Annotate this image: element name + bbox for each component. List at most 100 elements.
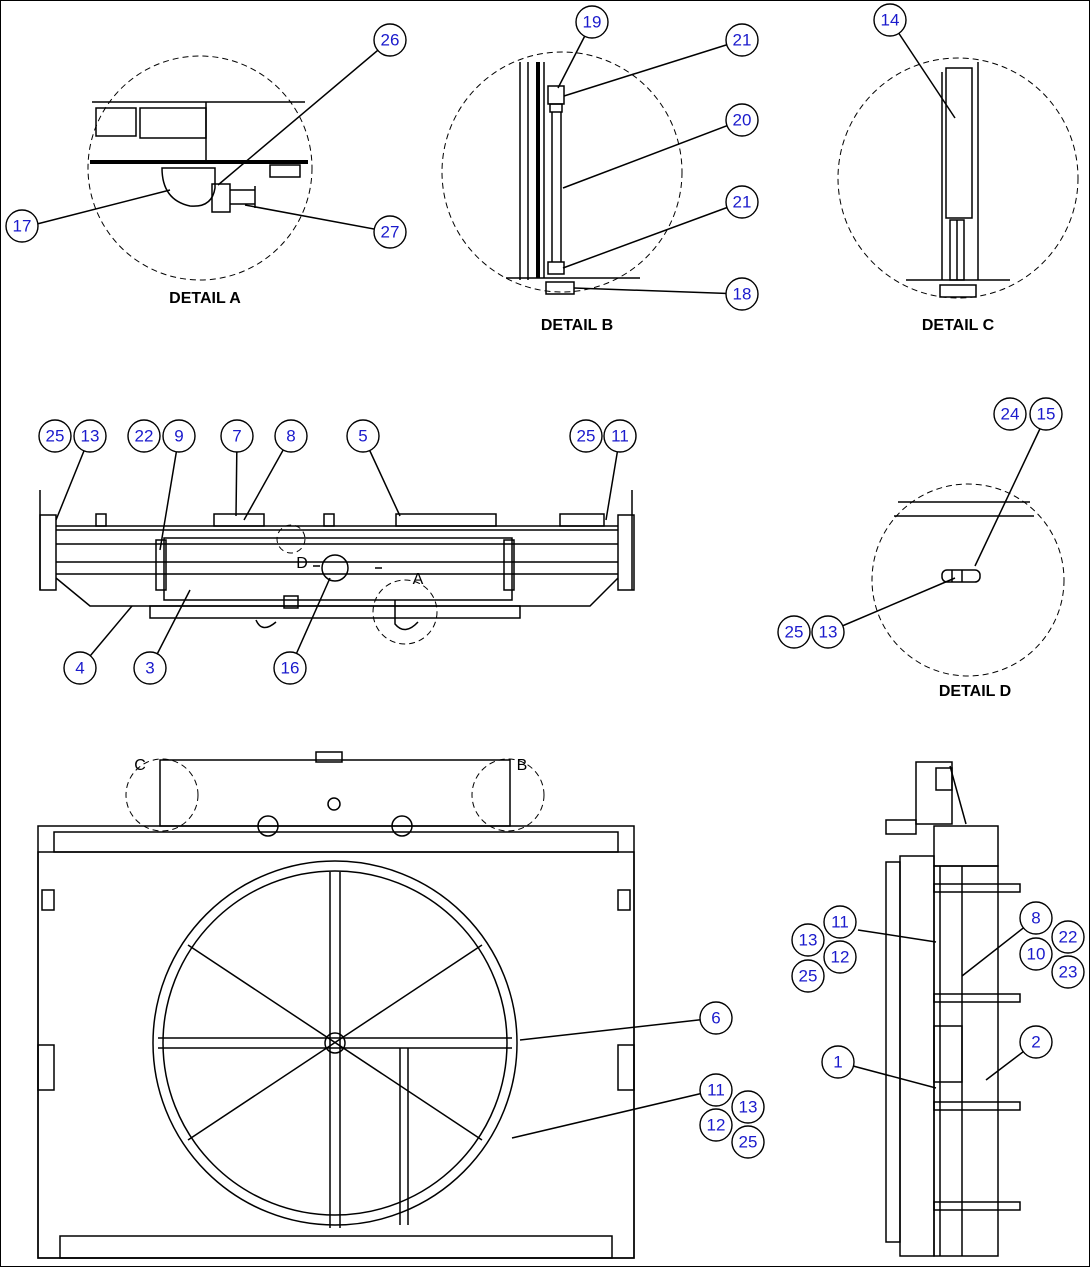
top-view [39, 490, 635, 645]
leader-20 [562, 119, 743, 189]
callout-8: 8 [274, 419, 308, 453]
view-letter-d: D [296, 555, 308, 572]
callout-25: 25 [777, 615, 811, 649]
callout-25: 25 [731, 1125, 765, 1159]
leader-17 [36, 189, 171, 225]
callout-13: 13 [731, 1090, 765, 1124]
view-letter-b: B [517, 757, 528, 774]
svg-text:7: 7 [232, 427, 241, 446]
svg-text:11: 11 [611, 427, 629, 446]
svg-text:11: 11 [707, 1081, 725, 1100]
leader-15 [974, 415, 1047, 567]
callout-11: 11 [603, 419, 637, 453]
callout-7: 7 [220, 419, 254, 453]
svg-text:6: 6 [711, 1009, 720, 1028]
svg-text:22: 22 [1059, 928, 1078, 947]
callout-24: 24 [993, 397, 1027, 431]
leader-6 [519, 1017, 717, 1041]
svg-text:5: 5 [358, 427, 367, 446]
callout-25: 25 [38, 419, 72, 453]
leader-11-side [857, 929, 937, 943]
callout-20: 20 [725, 103, 759, 137]
leader-26 [217, 39, 391, 186]
leader-9 [159, 435, 180, 551]
svg-text:25: 25 [799, 967, 818, 986]
svg-text:10: 10 [1027, 945, 1046, 964]
callout-21: 21 [725, 23, 759, 57]
svg-text:23: 23 [1059, 963, 1078, 982]
callout-22: 22 [127, 419, 161, 453]
detail-a-label: DETAIL A [169, 290, 241, 307]
callout-13: 13 [791, 923, 825, 957]
callout-18: 18 [725, 277, 759, 311]
svg-text:15: 15 [1037, 405, 1056, 424]
svg-text:18: 18 [733, 285, 752, 304]
callout-21: 21 [725, 185, 759, 219]
svg-text:19: 19 [583, 13, 602, 32]
svg-text:9: 9 [174, 427, 183, 446]
callout-27: 27 [373, 215, 407, 249]
svg-text:25: 25 [46, 427, 65, 446]
svg-text:8: 8 [1031, 909, 1040, 928]
svg-text:21: 21 [733, 31, 752, 50]
side-view [885, 761, 1021, 1257]
leader-27 [244, 204, 391, 233]
callout-11: 11 [823, 905, 857, 939]
detail-c-view [837, 57, 1079, 299]
callout-11: 11 [699, 1073, 733, 1107]
callout-15: 15 [1029, 397, 1063, 431]
callout-6: 6 [699, 1001, 733, 1035]
leader-11-front [511, 1089, 717, 1139]
leader-18 [573, 287, 743, 295]
detail-b-label: DETAIL B [541, 317, 613, 334]
leader-1 [837, 1061, 937, 1089]
svg-text:21: 21 [733, 193, 752, 212]
callout-16: 16 [273, 651, 307, 685]
leader-13-detail-d [827, 577, 956, 633]
callout-12: 12 [823, 940, 857, 974]
callout-25: 25 [791, 959, 825, 993]
svg-text:26: 26 [381, 31, 400, 50]
detail-d-label: DETAIL D [939, 683, 1011, 700]
svg-text:4: 4 [75, 659, 84, 678]
callout-2: 2 [1019, 1025, 1053, 1059]
svg-text:12: 12 [707, 1116, 726, 1135]
callout-3: 3 [133, 651, 167, 685]
callout-25: 25 [569, 419, 603, 453]
callout-23: 23 [1051, 955, 1085, 989]
svg-text:13: 13 [739, 1098, 758, 1117]
callout-14: 14 [873, 3, 907, 37]
view-letter-c: C [134, 757, 146, 774]
callout-22: 22 [1051, 920, 1085, 954]
svg-text:2: 2 [1031, 1033, 1040, 1052]
callout-8: 8 [1019, 901, 1053, 935]
leader-21-top [563, 39, 743, 97]
svg-text:13: 13 [81, 427, 100, 446]
svg-text:3: 3 [145, 659, 154, 678]
leader-21-bottom [562, 201, 743, 269]
callout-12: 12 [699, 1108, 733, 1142]
svg-text:24: 24 [1001, 405, 1020, 424]
svg-text:14: 14 [881, 11, 900, 30]
svg-text:25: 25 [739, 1133, 758, 1152]
svg-text:12: 12 [831, 948, 850, 967]
svg-text:1: 1 [833, 1053, 842, 1072]
callout-9: 9 [162, 419, 196, 453]
svg-text:13: 13 [799, 931, 818, 950]
svg-text:13: 13 [819, 623, 838, 642]
callout-13: 13 [73, 419, 107, 453]
view-letter-a: A [413, 571, 424, 588]
callout-26: 26 [373, 23, 407, 57]
callout-13: 13 [811, 615, 845, 649]
callout-19: 19 [575, 5, 609, 39]
callout-17: 17 [5, 209, 39, 243]
svg-text:25: 25 [577, 427, 596, 446]
leader-14 [889, 19, 956, 119]
callout-10: 10 [1019, 937, 1053, 971]
detail-a-view [87, 55, 313, 281]
detail-c-label: DETAIL C [922, 317, 995, 334]
svg-text:8: 8 [286, 427, 295, 446]
front-view [37, 751, 635, 1259]
callout-4: 4 [63, 651, 97, 685]
